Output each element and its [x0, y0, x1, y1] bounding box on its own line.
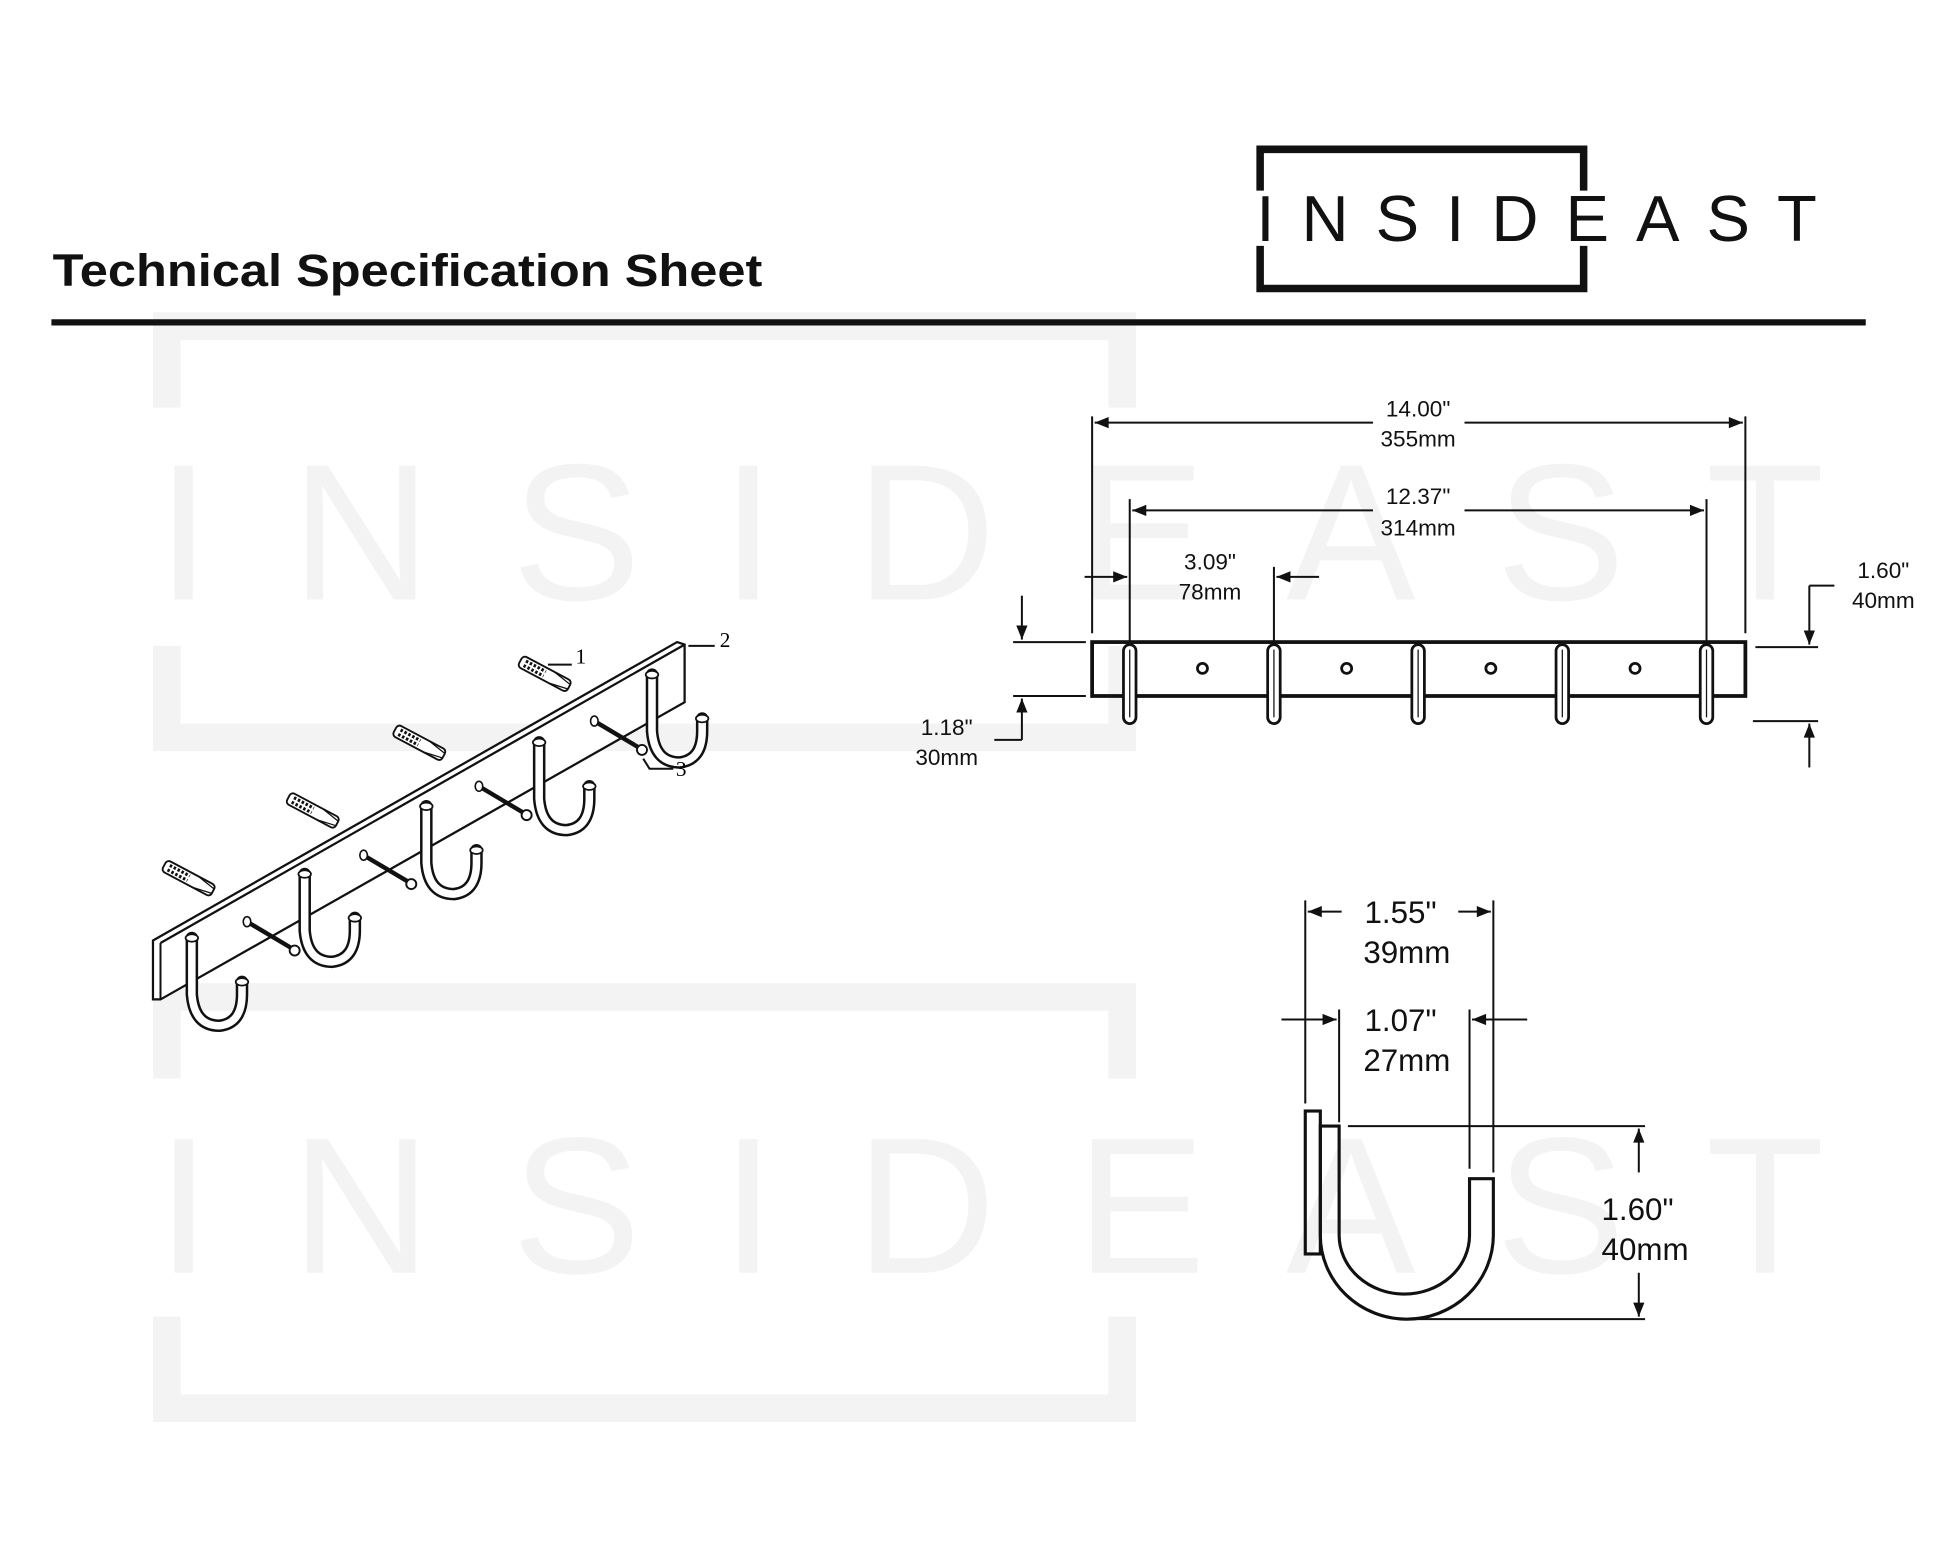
screw [477, 784, 527, 816]
hook-height-mm: 40mm [1852, 588, 1915, 613]
hook-depth-inner-mm: 27mm [1363, 1043, 1450, 1078]
svg-text:INSIDEAST: INSIDEAST [1256, 182, 1816, 255]
svg-text:INSIDEAST: INSIDEAST [157, 1098, 1825, 1315]
overall-length-mm: 355mm [1381, 426, 1456, 451]
hook-depth-outer-inch: 1.55" [1365, 895, 1437, 930]
mounting-hole [1340, 662, 1354, 675]
part-label-3: 3 [676, 757, 687, 781]
hook-drop-mm: 40mm [1602, 1232, 1689, 1267]
part-label-1: 1 [576, 644, 587, 668]
brand-logo: INSIDEAST [1256, 145, 1817, 293]
board-height-inch: 1.18" [921, 715, 973, 740]
wall-anchor [161, 860, 216, 897]
hook-depth-inner-inch: 1.07" [1365, 1003, 1437, 1038]
hook-spacing-inch: 3.09" [1184, 549, 1236, 574]
overall-length-inch: 14.00" [1386, 396, 1450, 421]
side-view [1303, 1109, 1495, 1321]
hook-drop-inch: 1.60" [1601, 1192, 1673, 1227]
wall-anchor [285, 792, 340, 829]
screw [362, 853, 412, 885]
mounting-hole [1628, 662, 1642, 675]
screw [245, 919, 295, 952]
side-view-dimensions [1281, 900, 1646, 1321]
part-label-2: 2 [720, 628, 731, 652]
front-view [1090, 640, 1748, 725]
hook-height-inch: 1.60" [1857, 558, 1909, 583]
wall-anchor [392, 724, 447, 761]
mounting-hole [1484, 662, 1498, 675]
exploded-view [151, 640, 710, 1033]
screw [593, 719, 642, 751]
hook-span-mm: 314mm [1381, 515, 1456, 540]
front-view-dimensions [994, 416, 1835, 768]
watermark: INSIDEAST INSIDEAST [152, 312, 1825, 1422]
hook-spacing-mm: 78mm [1179, 579, 1242, 604]
mounting-hole [1196, 662, 1209, 675]
hook-span-inch: 12.37" [1386, 484, 1450, 509]
wall-anchor [517, 655, 572, 692]
hook-depth-outer-mm: 39mm [1363, 935, 1450, 970]
svg-text:INSIDEAST: INSIDEAST [157, 424, 1825, 641]
page-title: Technical Specification Sheet [53, 245, 763, 296]
board-height-mm: 30mm [915, 745, 978, 770]
